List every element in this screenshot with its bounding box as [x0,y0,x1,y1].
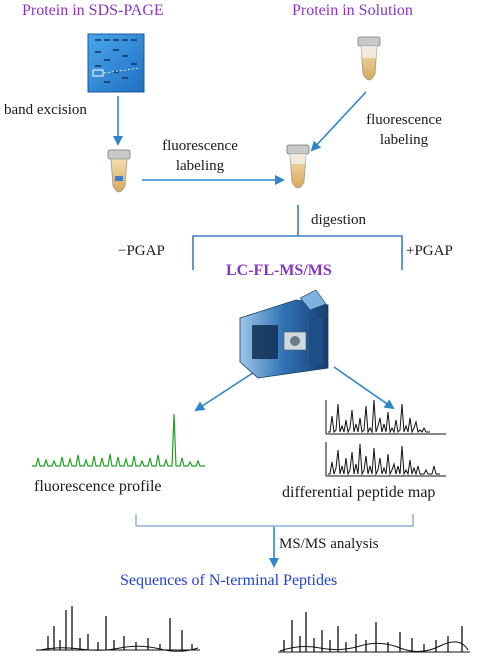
spectrum [36,606,200,652]
arrows [113,91,395,568]
tube-icon [357,36,381,81]
msms-analysis-label: MS/MS analysis [279,536,379,552]
fluorescence-profile-label: fluorescence profile [34,478,162,495]
fluorescence-trace [32,413,205,467]
band-excision-label: band excision [4,102,87,118]
source-gel-label: Protein in SDS-PAGE [22,2,164,19]
instrument-icon [239,289,329,379]
source-solution-label: Protein in Solution [292,2,413,19]
result-label: Sequences of N-terminal Peptides [120,572,338,589]
peptide-map-label: differential peptide map [282,484,436,501]
plus-pgap-label: +PGAP [406,243,453,259]
merge-bracket [135,514,414,527]
spectrum [278,612,470,653]
tube-icon [286,144,310,189]
tube-icon [107,149,131,193]
chromatogram [325,399,446,435]
digestion-bracket [192,205,403,270]
method-label: LC-FL-MS/MS [226,262,332,279]
gel-icon [87,33,145,93]
chromatogram [325,442,446,477]
digestion-label: digestion [311,212,366,228]
minus-pgap-label: −PGAP [118,243,165,259]
